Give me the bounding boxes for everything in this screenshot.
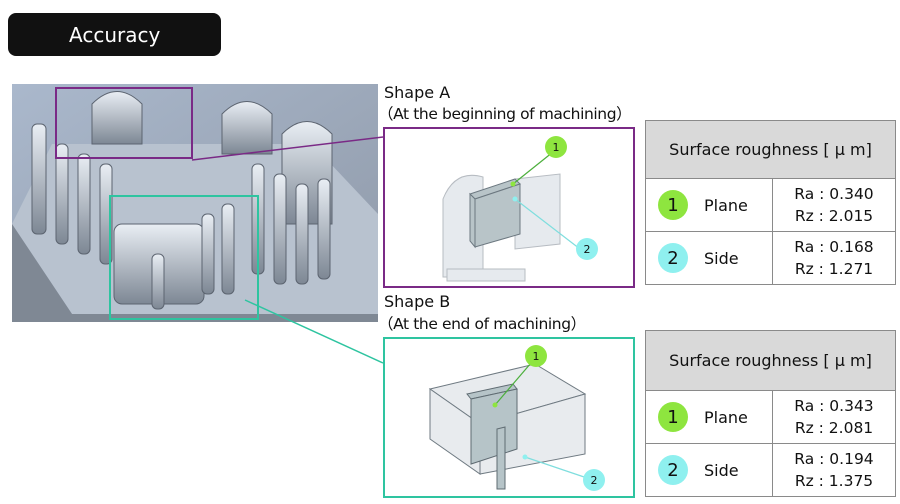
- table-b-header: Surface roughness [ μ m]: [645, 330, 896, 391]
- shape-b-subtitle: （At the end of machining）: [378, 315, 586, 333]
- marker-2-shape-a: 2: [576, 238, 598, 260]
- row-label: Side: [704, 460, 739, 480]
- section-title-badge: Accuracy: [8, 13, 221, 56]
- ra-value: Ra : 0.168: [794, 238, 874, 256]
- marker-2-badge: 2: [658, 455, 688, 485]
- shape-a-subtitle: （At the beginning of machining）: [378, 105, 632, 123]
- row-label: Plane: [704, 195, 748, 215]
- rz-value: Rz : 2.015: [794, 207, 874, 225]
- shape-a-diagram: 1 2: [383, 127, 635, 288]
- ra-value: Ra : 0.340: [794, 185, 874, 203]
- shape-b-title: Shape B: [384, 292, 451, 311]
- marker-1-badge: 1: [658, 402, 688, 432]
- rz-value: Rz : 1.271: [794, 260, 874, 278]
- table-row: 2 Side Ra : 0.168 Rz : 1.271: [645, 231, 896, 285]
- roughness-table-b: Surface roughness [ μ m] 1 Plane Ra : 0.…: [645, 330, 896, 497]
- section-title: Accuracy: [69, 22, 161, 47]
- table-row: 2 Side Ra : 0.194 Rz : 1.375: [645, 443, 896, 497]
- shape-b-diagram: 1 2: [383, 337, 635, 498]
- marker-1-badge: 1: [658, 190, 688, 220]
- marker-2-shape-b: 2: [583, 469, 605, 491]
- ra-value: Ra : 0.194: [794, 450, 874, 468]
- row-label: Plane: [704, 407, 748, 427]
- row-label: Side: [704, 248, 739, 268]
- roughness-table-a: Surface roughness [ μ m] 1 Plane Ra : 0.…: [645, 120, 896, 285]
- ra-value: Ra : 0.343: [794, 397, 874, 415]
- table-row: 1 Plane Ra : 0.343 Rz : 2.081: [645, 390, 896, 444]
- table-a-header: Surface roughness [ μ m]: [645, 120, 896, 179]
- marker-2-badge: 2: [658, 243, 688, 273]
- rz-value: Rz : 2.081: [794, 419, 874, 437]
- marker-1-shape-b: 1: [525, 345, 547, 367]
- rz-value: Rz : 1.375: [794, 472, 874, 490]
- table-row: 1 Plane Ra : 0.340 Rz : 2.015: [645, 178, 896, 232]
- shape-a-title: Shape A: [384, 83, 451, 102]
- marker-1-shape-a: 1: [545, 136, 567, 158]
